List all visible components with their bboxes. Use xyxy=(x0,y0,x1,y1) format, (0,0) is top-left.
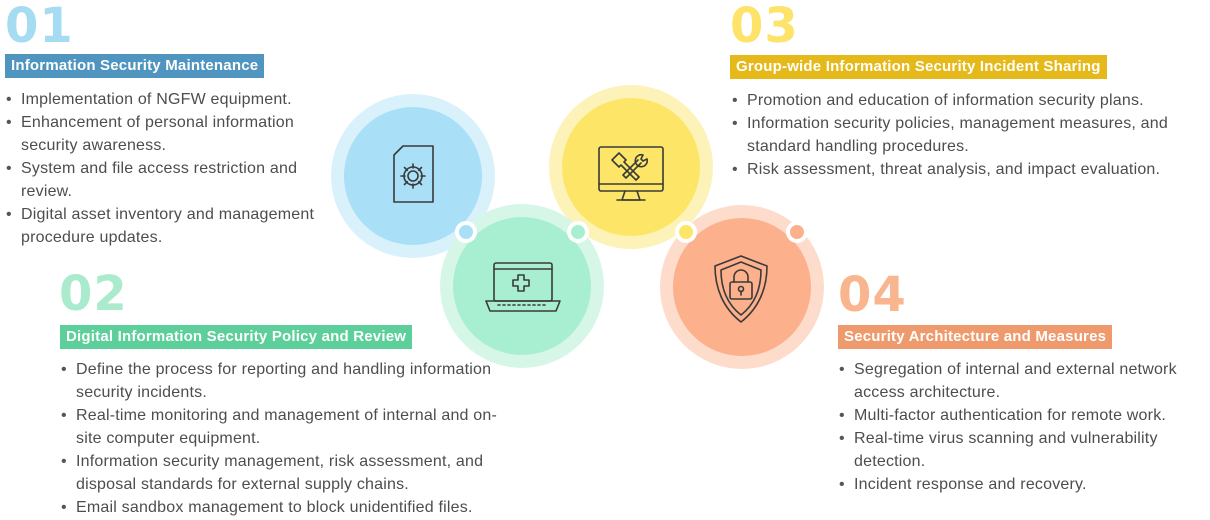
section-02-number: 02 xyxy=(59,266,128,322)
section-03-title: Group-wide Information Security Incident… xyxy=(730,55,1107,79)
blue-circle xyxy=(331,94,495,258)
list-item: System and file access restriction and r… xyxy=(6,157,324,203)
connector-dot-yellow-orange xyxy=(675,221,697,243)
list-item: Enhancement of personal information secu… xyxy=(6,111,324,157)
section-01-title: Information Security Maintenance xyxy=(5,54,265,78)
list-item: Real-time monitoring and management of i… xyxy=(61,404,509,450)
list-item: Segregation of internal and external net… xyxy=(839,358,1207,404)
connector-dot-blue-green xyxy=(455,221,477,243)
list-item: Promotion and education of information s… xyxy=(732,89,1194,112)
section-03-number: 03 xyxy=(730,0,799,54)
list-item: Implementation of NGFW equipment. xyxy=(6,88,324,111)
section-01-list: Implementation of NGFW equipment. Enhanc… xyxy=(6,88,324,249)
section-02-title: Digital Information Security Policy and … xyxy=(60,325,413,349)
list-item: Information security management, risk as… xyxy=(61,450,509,496)
monitor-tools-icon xyxy=(598,146,664,201)
green-circle xyxy=(440,204,604,368)
section-01-number: 01 xyxy=(5,0,74,54)
section-03-list: Promotion and education of information s… xyxy=(732,89,1194,181)
section-04-list: Segregation of internal and external net… xyxy=(839,358,1207,496)
laptop-medical-icon xyxy=(485,262,561,312)
section-04-title: Security Architecture and Measures xyxy=(838,325,1113,349)
connector-dot-orange xyxy=(786,221,808,243)
list-item: Incident response and recovery. xyxy=(839,473,1207,496)
list-item: Email sandbox management to block uniden… xyxy=(61,496,509,519)
list-item: Real-time virus scanning and vulnerabili… xyxy=(839,427,1207,473)
sim-card-gear-icon xyxy=(393,145,434,203)
list-item: Define the process for reporting and han… xyxy=(61,358,509,404)
shield-lock-icon xyxy=(714,255,768,323)
list-item: Information security policies, managemen… xyxy=(732,112,1194,158)
list-item: Digital asset inventory and management p… xyxy=(6,203,324,249)
list-item: Multi-factor authentication for remote w… xyxy=(839,404,1207,427)
section-04-number: 04 xyxy=(838,267,907,323)
list-item: Risk assessment, threat analysis, and im… xyxy=(732,158,1194,181)
section-02-list: Define the process for reporting and han… xyxy=(61,358,509,519)
connector-dot-green-yellow xyxy=(567,221,589,243)
